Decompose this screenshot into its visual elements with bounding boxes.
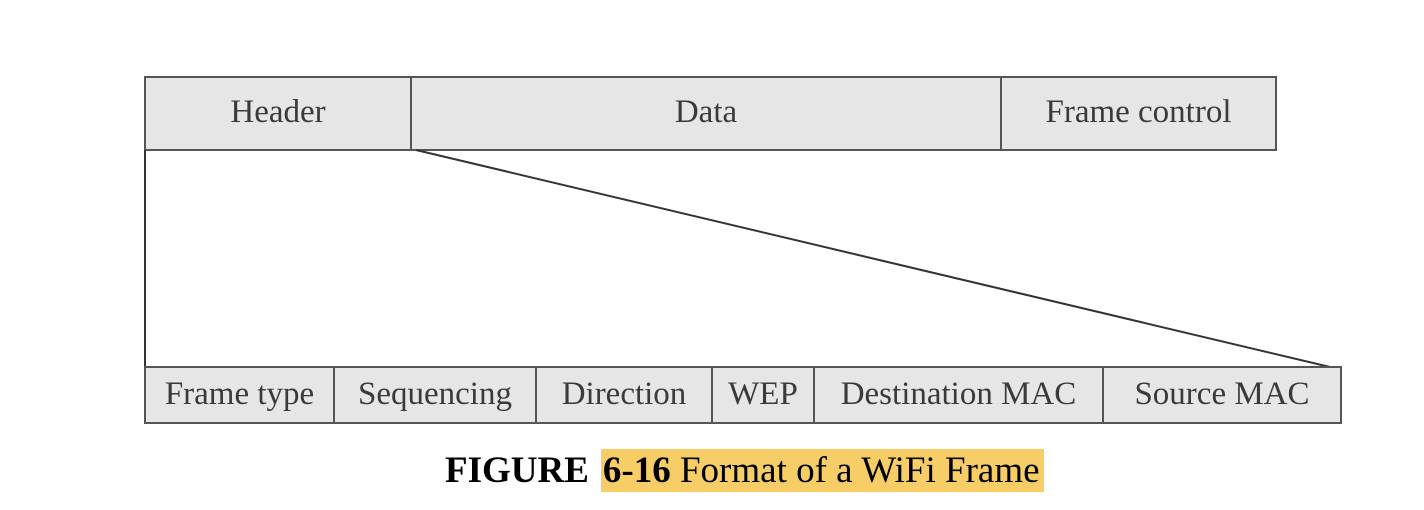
header-field-destination-mac: Destination MAC [815, 368, 1104, 422]
caption-text: Format of a WiFi Frame [679, 449, 1040, 491]
header-field-sequencing: Sequencing [335, 368, 537, 422]
caption-highlight: 6-16 Format of a WiFi Frame [600, 448, 1044, 492]
header-detail-row: Frame type Sequencing Direction WEP Dest… [144, 366, 1342, 424]
expansion-line-diagonal [415, 149, 1331, 368]
caption-number: 6-16 [602, 449, 671, 491]
header-field-wep: WEP [713, 368, 815, 422]
header-field-frame-type: Frame type [146, 368, 335, 422]
figure-caption: FIGURE 6-16 Format of a WiFi Frame [445, 446, 1044, 494]
header-field-source-mac: Source MAC [1134, 375, 1310, 412]
caption-label: FIGURE [445, 449, 589, 491]
frame-field-header: Header [146, 78, 412, 149]
frame-field-frame-control: Frame control [1045, 94, 1232, 130]
frame-row: Header Data Frame control [144, 76, 1277, 151]
header-field-direction: Direction [537, 368, 713, 422]
frame-field-data: Data [412, 78, 1002, 149]
